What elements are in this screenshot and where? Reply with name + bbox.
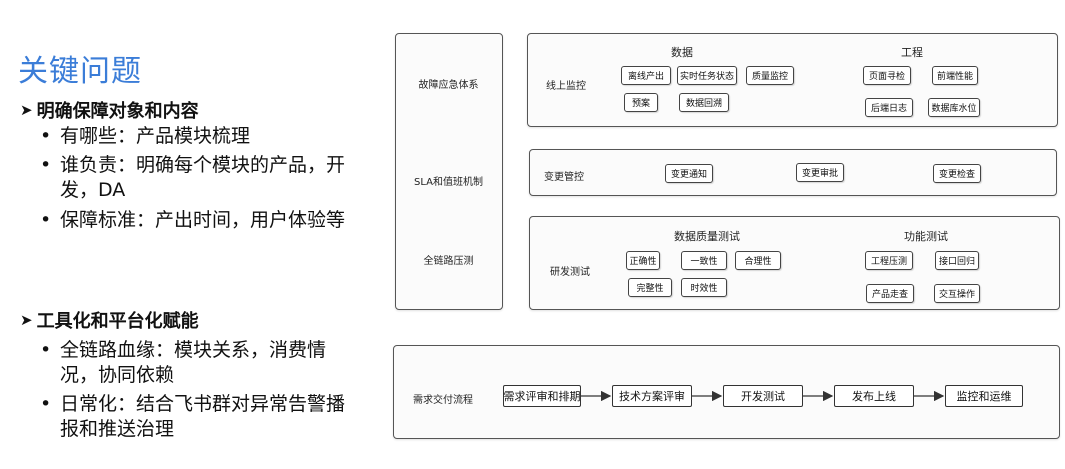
- dq-test-header: 数据质量测试: [674, 230, 740, 243]
- panel-item-emergency: 故障应急体系: [418, 80, 479, 91]
- chip-frontend-perf: 前端性能: [932, 66, 978, 85]
- delivery-flow-label: 需求交付流程: [413, 395, 473, 406]
- chip-product-walkthrough: 产品走查: [866, 284, 914, 303]
- chip-backend-logs: 后端日志: [865, 98, 913, 117]
- chip-interaction-ops: 交互操作: [934, 284, 980, 303]
- arrow-bullet-icon: ➤: [20, 101, 33, 119]
- eng-header: 工程: [901, 46, 923, 59]
- flow-step-tech-review: 技术方案评审: [612, 385, 692, 407]
- list-item: •谁负责：明确每个模块的产品，开发，DA: [40, 154, 346, 201]
- chip-plan: 预案: [624, 93, 658, 112]
- rd-test-label: 研发测试: [550, 267, 590, 278]
- chip-timeliness: 时效性: [681, 278, 727, 297]
- section-heading-1: ➤ 明确保障对象和内容: [20, 101, 199, 122]
- chip-quality-monitor: 质量监控: [746, 66, 794, 85]
- online-monitor-label: 线上监控: [546, 81, 586, 92]
- panel-item-sla: SLA和值班机制: [414, 177, 483, 188]
- chip-realtime-status: 实时任务状态: [677, 66, 737, 85]
- online-monitor-box: 线上监控 数据 工程 离线产出 实时任务状态 质量监控 预案 数据回溯 页面寻检…: [527, 33, 1058, 127]
- change-control-box: 变更管控 变更通知 变更审批 变更检查: [529, 149, 1057, 196]
- list-item: •日常化：结合飞书群对异常告警播报和推送治理: [40, 393, 346, 440]
- func-test-header: 功能测试: [904, 230, 948, 243]
- chip-api-regression: 接口回归: [935, 251, 979, 270]
- section-heading-2: ➤ 工具化和平台化赋能: [20, 311, 199, 332]
- chip-offline-output: 离线产出: [621, 66, 671, 85]
- flow-step-monitor-ops: 监控和运维: [945, 385, 1023, 407]
- chip-data-backtrack: 数据回溯: [679, 93, 729, 112]
- arrow-bullet-icon: ➤: [20, 311, 33, 329]
- rd-test-box: 研发测试 数据质量测试 功能测试 正确性 一致性 合理性 完整性 时效性 工程压…: [529, 216, 1060, 310]
- guarantee-panel: 故障应急体系 SLA和值班机制 全链路压测: [395, 33, 503, 310]
- chip-change-check: 变更检查: [933, 164, 981, 183]
- chip-change-approve: 变更审批: [796, 163, 844, 182]
- chip-completeness: 完整性: [628, 278, 672, 297]
- list-item: •保障标准：产出时间，用户体验等: [40, 209, 346, 231]
- chip-eng-stress: 工程压测: [865, 251, 913, 270]
- chip-change-notify: 变更通知: [665, 164, 713, 183]
- chip-page-inspect: 页面寻检: [863, 66, 911, 85]
- data-header: 数据: [671, 46, 693, 59]
- flow-step-dev-test: 开发测试: [723, 385, 803, 407]
- flow-step-review-schedule: 需求评审和排期: [503, 385, 581, 407]
- page-title: 关键问题: [18, 54, 142, 89]
- chip-reasonableness: 合理性: [735, 251, 781, 270]
- list-item: •有哪些：产品模块梳理: [40, 125, 251, 147]
- panel-item-stress-test: 全链路压测: [423, 256, 474, 267]
- chip-correctness: 正确性: [626, 251, 660, 270]
- chip-consistency: 一致性: [681, 251, 727, 270]
- chip-db-level: 数据库水位: [928, 98, 980, 117]
- flow-step-release: 发布上线: [834, 385, 914, 407]
- list-item: •全链路血缘：模块关系，消费情况，协同依赖: [40, 339, 327, 386]
- change-control-label: 变更管控: [544, 172, 584, 183]
